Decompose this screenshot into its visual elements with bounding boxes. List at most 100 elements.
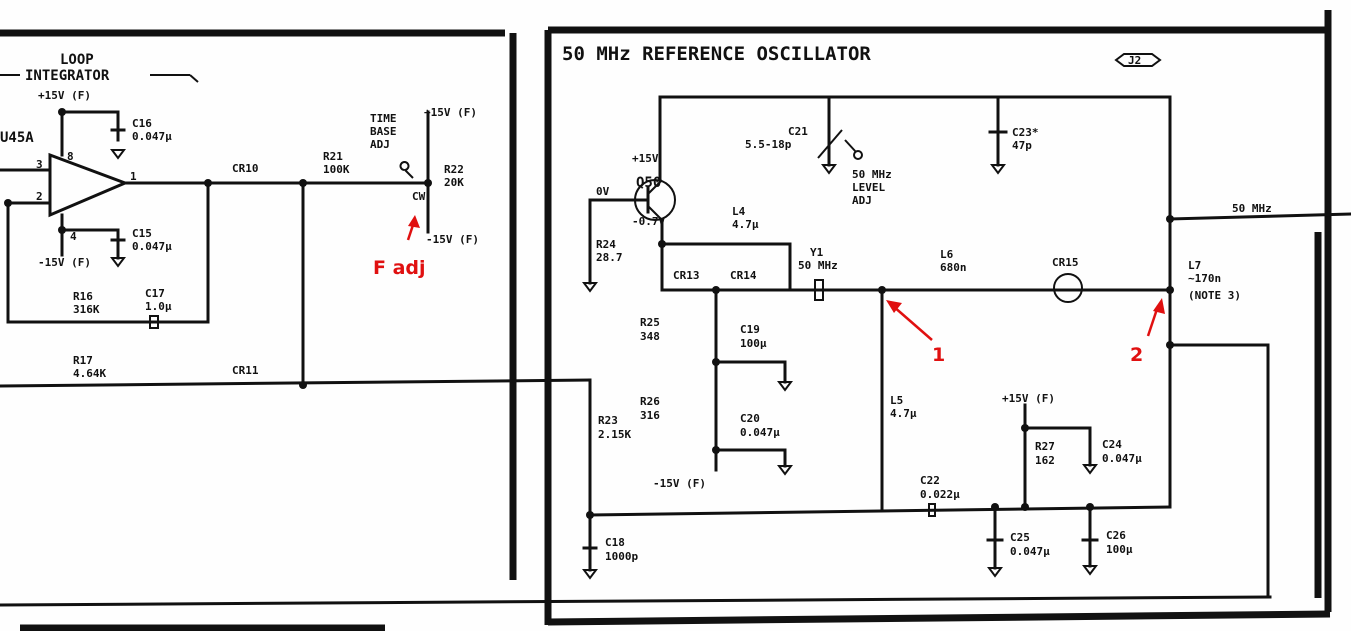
label: R16 [73,290,93,303]
label: 1.0µ [145,300,172,313]
f-adj-annotation: F adj [373,257,426,279]
label: C22 [920,474,940,487]
label: R24 [596,238,616,251]
label: 0.047µ [740,426,780,439]
label: CR10 [232,162,259,175]
label: R26 [640,395,660,408]
label: +15V (F) [38,89,91,102]
label: TIME [370,112,397,125]
label: R17 [73,354,93,367]
label: Y1 [810,246,824,259]
label: 47p [1012,139,1032,152]
component-labels: LOOP INTEGRATOR U45A 50 MHz REFERENCE OS… [0,43,1272,563]
label: C16 [132,117,152,130]
label: C26 [1106,529,1126,542]
loop-integrator [0,74,592,389]
label: 1000p [605,550,638,563]
label: BASE [370,125,397,138]
label: 0.047µ [1010,545,1050,558]
label: 2 [36,190,43,203]
label: 100K [323,163,350,176]
label: C15 [132,227,152,240]
cr15-diode [1053,273,1083,303]
point-2-annotation: 2 [1130,344,1143,366]
j2-connector-icon [1114,53,1162,67]
label: C23* [1012,126,1039,139]
label: L7 [1188,259,1201,272]
label: Q50 [636,175,661,191]
label: R21 [323,150,343,163]
arrow-icon [408,215,420,228]
label: -15V (F) [38,256,91,269]
label: L4 [732,205,746,218]
label: 316K [73,303,100,316]
label: ~170n [1188,272,1221,285]
label: 4 [70,230,77,243]
label: 100µ [740,337,767,350]
label: R25 [640,316,660,329]
label: 2.15K [598,428,631,441]
label: 28.7 [596,251,623,264]
label: ADJ [370,138,390,151]
label: CR14 [730,269,757,282]
label: 348 [640,330,660,343]
section-title-loop: LOOP [60,52,94,68]
label: C24 [1102,438,1122,451]
label: L6 [940,248,954,261]
label: C25 [1010,531,1030,544]
label: +15V [632,152,659,165]
label: CR11 [232,364,259,377]
label: LEVEL [852,181,885,194]
section-title-integrator: INTEGRATOR [25,68,110,84]
panel-borders [0,10,1332,631]
label: C20 [740,412,760,425]
label: +15V (F) [1002,392,1055,405]
label: 0.047µ [132,240,172,253]
label: 0V [596,185,610,198]
label: CW [412,190,426,203]
label: CR13 [673,269,700,282]
label: 100µ [1106,543,1133,556]
label: (NOTE 3) [1188,289,1241,302]
y1-crystal [814,279,824,301]
label: 316 [640,409,660,422]
label: 1 [130,170,137,183]
label: 4.64K [73,367,106,380]
label: 20K [444,176,464,189]
label: CR15 [1052,256,1079,269]
label: 5.5-18p [745,138,792,151]
arrow-icon [886,300,902,313]
annotations: F adj 1 2 [373,215,1165,366]
label: 50 MHz [798,259,838,272]
label: R22 [444,163,464,176]
label: L5 [890,394,903,407]
label: -15V (F) [653,477,706,490]
label: 0.047µ [1102,452,1142,465]
label: C21 [788,125,808,138]
opamp-symbol [48,152,130,218]
label: 8 [67,150,74,163]
label: 50 MHz [852,168,892,181]
label: 4.7µ [732,218,759,231]
label: 680n [940,261,967,274]
label: C19 [740,323,760,336]
connector-label: J2 [1128,54,1141,67]
label: R27 [1035,440,1055,453]
arrow-icon [1153,298,1165,314]
label: R23 [598,414,618,427]
page-title: 50 MHz REFERENCE OSCILLATOR [562,43,871,65]
label: -15V (F) [426,233,479,246]
label: 4.7µ [890,407,917,420]
label: -0.7V [632,215,665,228]
label: 0.022µ [920,488,960,501]
opamp-label: U45A [0,130,34,146]
label: 0.047µ [132,130,172,143]
reference-oscillator [582,53,1351,599]
output-label: 50 MHz [1232,202,1272,215]
point-1-annotation: 1 [932,344,945,366]
label: C17 [145,287,165,300]
label: +15V (F) [424,106,477,119]
label: ADJ [852,194,872,207]
